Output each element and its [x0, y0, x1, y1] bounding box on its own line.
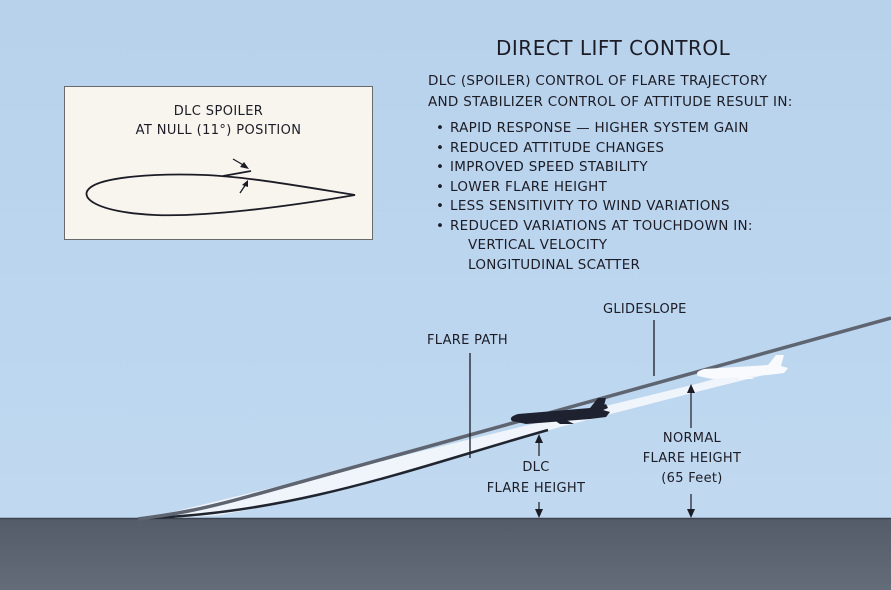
sub-item-longitudinal-scatter: LONGITUDINAL SCATTER: [468, 257, 641, 273]
bullet-glyph: •: [436, 198, 445, 215]
spoiler-surface: [222, 170, 252, 177]
normal-aircraft-icon: [696, 355, 788, 379]
normal-flare-height-label-1: NORMAL: [662, 431, 722, 446]
dlc-height-arrowhead-up: [535, 434, 543, 443]
bullet-glyph: •: [436, 159, 445, 176]
airfoil-icon: [85, 173, 356, 217]
diagram-title: DIRECT LIFT CONTROL: [496, 36, 731, 60]
glideslope-label: GLIDESLOPE: [603, 302, 687, 317]
normal-height-arrowhead-up: [687, 384, 695, 393]
spoiler-inset: DLC SPOILER AT NULL (11°) POSITION: [64, 86, 373, 240]
bullet-glyph: •: [436, 139, 445, 156]
dlc-flare-height-label-1: DLC: [522, 460, 550, 475]
inset-title-line-2: AT NULL (11°) POSITION: [135, 123, 302, 138]
normal-height-arrowhead-down: [687, 509, 695, 518]
bullet-glyph: •: [436, 120, 445, 136]
list-item: •LESS SENSITIVITY TO WIND VARIATIONS: [436, 197, 753, 217]
spoiler-arrowhead-top: [240, 162, 249, 169]
dlc-aircraft-icon: [510, 398, 610, 424]
dlc-height-arrowhead-down: [535, 509, 543, 518]
ground: [0, 518, 891, 590]
glideslope-line: [137, 316, 891, 521]
normal-flare-height-label-3: (65 Feet): [661, 471, 723, 486]
dlc-flare-height-label-2: FLARE HEIGHT: [486, 481, 586, 496]
bullet-glyph: •: [436, 217, 445, 234]
flare-path-label: FLARE PATH: [427, 333, 508, 348]
sub-item-vertical-velocity: VERTICAL VELOCITY: [468, 237, 608, 253]
dlc-flare-path: [149, 428, 549, 520]
inset-title-line-1: DLC SPOILER: [173, 104, 264, 119]
spoiler-arrowhead-bottom: [242, 180, 248, 187]
list-item: •REDUCED VARIATIONS AT TOUCHDOWN IN:: [436, 217, 753, 237]
bullet-glyph: •: [436, 178, 445, 195]
list-item: •RAPID RESPONSE — HIGHER SYSTEM GAIN: [436, 119, 753, 139]
intro-line-1: DLC (SPOILER) CONTROL OF FLARE TRAJECTOR…: [428, 73, 768, 89]
list-item: •REDUCED ATTITUDE CHANGES: [436, 139, 753, 159]
airfoil-diagram: [85, 158, 356, 217]
normal-flare-height-label-2: FLARE HEIGHT: [642, 451, 742, 466]
list-item: •IMPROVED SPEED STABILITY: [436, 158, 753, 178]
list-item: •LOWER FLARE HEIGHT: [436, 178, 753, 198]
benefits-list: •RAPID RESPONSE — HIGHER SYSTEM GAIN •RE…: [436, 119, 753, 237]
intro-line-2: AND STABILIZER CONTROL OF ATTITUDE RESUL…: [428, 94, 793, 110]
